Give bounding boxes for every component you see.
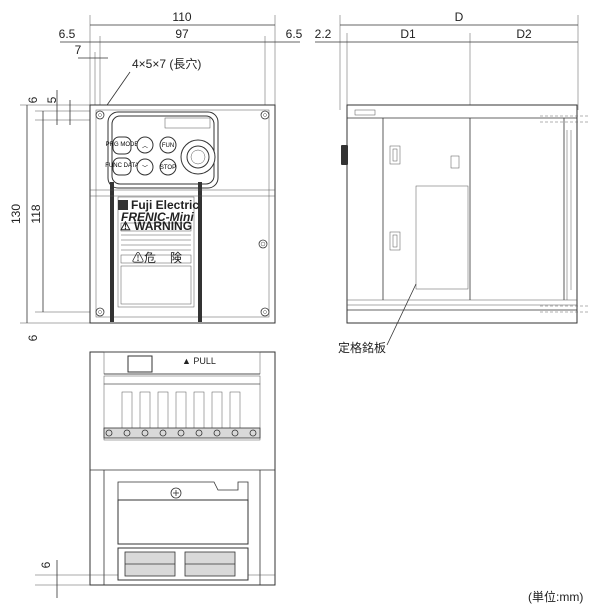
func-data-button[interactable] (112, 157, 132, 176)
rating-plate-label: 定格銘板 (338, 340, 386, 355)
danger-text: 険 (170, 251, 182, 265)
dim-top-6: 6 (26, 96, 40, 103)
dim-top-5: 5 (45, 96, 59, 103)
warning-label: ⚠ WARNING (120, 219, 192, 233)
up-icon: ︿ (142, 144, 148, 150)
danger-mark: ⚠危 (132, 251, 156, 265)
dim-depth-2: D2 (516, 27, 532, 41)
dim-side-offset: 2.2 (315, 27, 332, 41)
dim-depth-1: D1 (400, 27, 416, 41)
dim-overall-height: 130 (9, 204, 23, 224)
dim-bottom-view-6: 6 (39, 561, 53, 568)
stop-button[interactable] (159, 158, 177, 176)
product-name: FRENIC-Mini (121, 210, 194, 224)
prg-mode-button[interactable] (112, 136, 132, 155)
dim-hole-spec: 4×5×7 (長穴) (132, 56, 201, 71)
up-button[interactable] (136, 136, 154, 154)
dim-hole-offset: 7 (75, 43, 82, 57)
fun-button[interactable] (159, 136, 177, 154)
front-view: 110 6.5 97 6.5 7 4×5×7 (長穴) 6 5 130 118 … (9, 10, 303, 341)
dim-overall-width: 110 (172, 10, 191, 24)
terminal-block (103, 391, 261, 439)
brand-name: Fuji Electric (131, 198, 199, 212)
side-view: D 2.2 D1 D2 定格銘板 (315, 10, 590, 355)
dim-depth: D (455, 10, 464, 24)
pull-label: ▲ PULL (182, 356, 216, 366)
dim-bottom-6: 6 (26, 334, 40, 341)
mounting-hole (95, 110, 270, 317)
stop-label: STOP (160, 165, 176, 171)
bottom-view: ▲ PULL (35, 351, 276, 598)
down-icon: ﹀ (142, 165, 148, 172)
down-button[interactable] (136, 158, 154, 176)
dim-inner-height: 118 (29, 204, 43, 223)
func-data-label: FUNC DATA (105, 163, 138, 169)
unit-label: (単位:mm) (528, 589, 583, 604)
fun-label: FUN (162, 143, 174, 149)
dim-right-margin: 6.5 (286, 27, 303, 41)
dim-inner-width: 97 (175, 27, 189, 41)
dim-left-margin: 6.5 (59, 27, 76, 41)
prg-mode-label: PRG MODE (106, 142, 139, 148)
keypad: PRG MODE ︿ FUN FUNC DATA ﹀ STOP (105, 136, 216, 176)
